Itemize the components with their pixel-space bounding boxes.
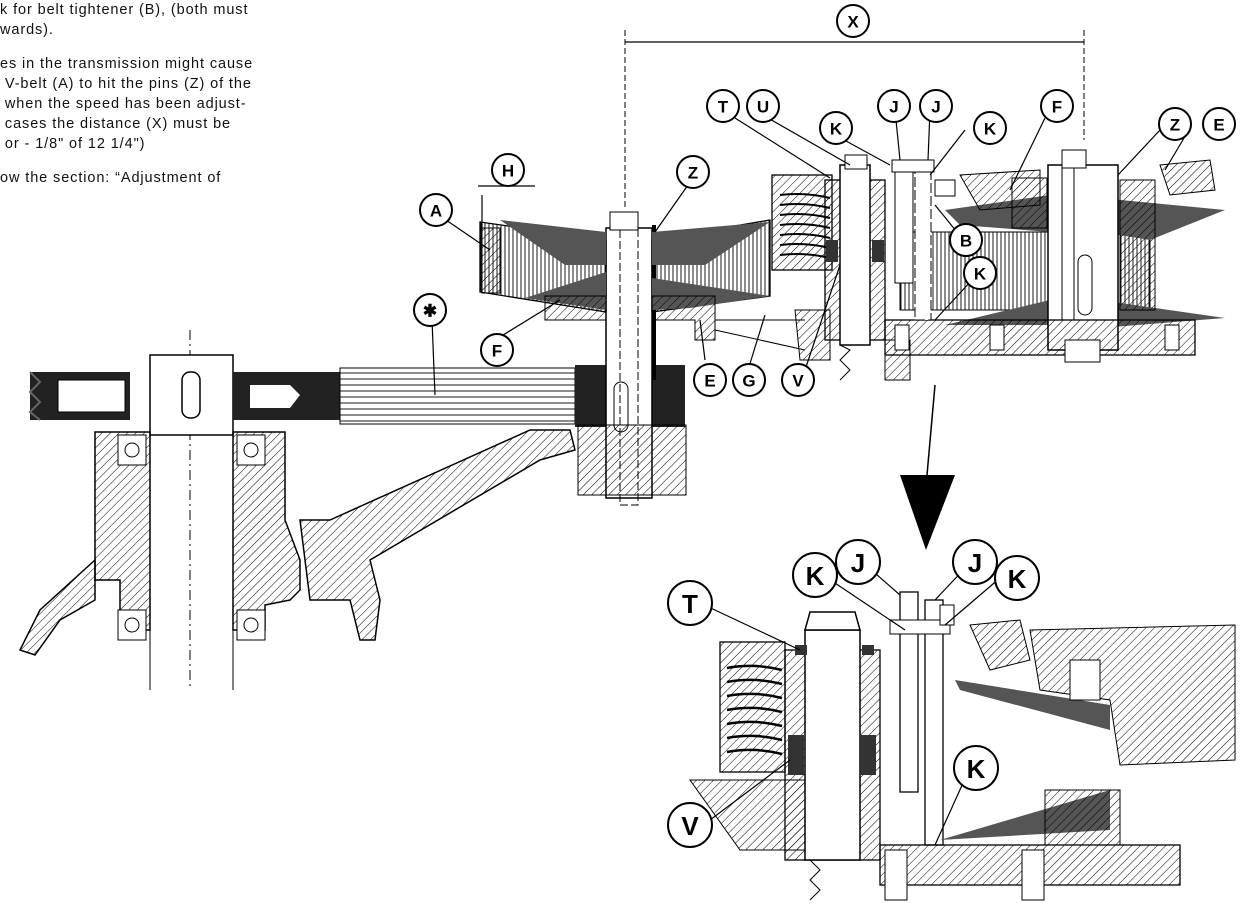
text-line: or - 1/8" of 12 1/4") [0, 136, 146, 152]
svg-text:J: J [889, 98, 898, 117]
svg-text:G: G [742, 372, 755, 391]
svg-text:F: F [1052, 98, 1062, 117]
svg-text:K: K [974, 265, 987, 284]
leader-lines [431, 109, 1191, 846]
svg-text:K: K [806, 561, 825, 591]
left-pulley-assembly [18, 330, 576, 690]
svg-text:K: K [967, 754, 986, 784]
right-pulley-assembly [884, 149, 1225, 363]
belt-section [339, 367, 576, 425]
callout-j-top1: J [877, 89, 911, 123]
callout-k-top2: K [973, 111, 1007, 145]
svg-text:J: J [968, 548, 982, 578]
svg-text:T: T [682, 589, 698, 619]
text-line: cases the distance (X) must be [0, 116, 231, 132]
callout-k-detail1: K [792, 552, 838, 598]
svg-text:E: E [1213, 116, 1224, 135]
svg-text:Z: Z [1170, 116, 1180, 135]
svg-text:X: X [847, 13, 859, 32]
text-line: ow the section: “Adjustment of [0, 170, 222, 186]
middle-pulley [479, 211, 806, 506]
instruction-text: k for belt tightener (B), (both must war… [0, 0, 360, 188]
callout-t-top: T [706, 89, 740, 123]
svg-text:Z: Z [688, 164, 698, 183]
svg-text:T: T [718, 98, 729, 117]
svg-text:A: A [430, 202, 442, 221]
svg-text:H: H [502, 162, 514, 181]
svg-text:F: F [492, 342, 502, 361]
text-line: when the speed has been adjust- [0, 96, 247, 112]
svg-text:✱: ✱ [423, 302, 437, 321]
svg-text:J: J [851, 548, 865, 578]
callout-j-top2: J [919, 89, 953, 123]
callout-f-right: F [1040, 89, 1074, 123]
svg-text:U: U [757, 98, 769, 117]
text-line: k for belt tightener (B), (both must [0, 2, 249, 18]
text-line: V-belt (A) to hit the pins (Z) of the [0, 76, 252, 92]
callout-x: X [836, 4, 870, 38]
callout-e-right: E [1202, 107, 1236, 141]
callout-z-right: Z [1158, 107, 1192, 141]
callout-v-top: V [781, 363, 815, 397]
callout-h: H [491, 153, 525, 187]
callout-f-left: F [480, 333, 514, 367]
callout-b: B [949, 223, 983, 257]
callout-t-detail: T [667, 580, 713, 626]
svg-text:K: K [1008, 564, 1027, 594]
callout-e-left: E [693, 363, 727, 397]
dimension-x [624, 30, 1085, 210]
callout-v-detail: V [667, 802, 713, 848]
callout-z-left: Z [676, 155, 710, 189]
text-line: es in the transmission might cause [0, 56, 254, 72]
svg-text:K: K [830, 120, 843, 139]
detail-view [689, 591, 1236, 901]
callout-k-mid: K [963, 256, 997, 290]
svg-text:E: E [704, 372, 715, 391]
callout-star: ✱ [413, 293, 447, 327]
callout-j-detail1: J [835, 539, 881, 585]
svg-text:J: J [931, 98, 940, 117]
svg-text:V: V [681, 811, 699, 841]
callout-k-detail2: K [994, 555, 1040, 601]
svg-text:B: B [960, 232, 972, 251]
svg-text:V: V [792, 372, 804, 391]
callout-u: U [746, 89, 780, 123]
text-line: wards). [0, 22, 54, 38]
svg-text:K: K [984, 120, 997, 139]
callout-k-detail3: K [953, 745, 999, 791]
zoom-arrow [900, 384, 955, 550]
callout-a: A [419, 193, 453, 227]
callout-j-detail2: J [952, 539, 998, 585]
tensioner-assembly [771, 154, 911, 381]
callout-g: G [732, 363, 766, 397]
callout-k-top1: K [819, 111, 853, 145]
